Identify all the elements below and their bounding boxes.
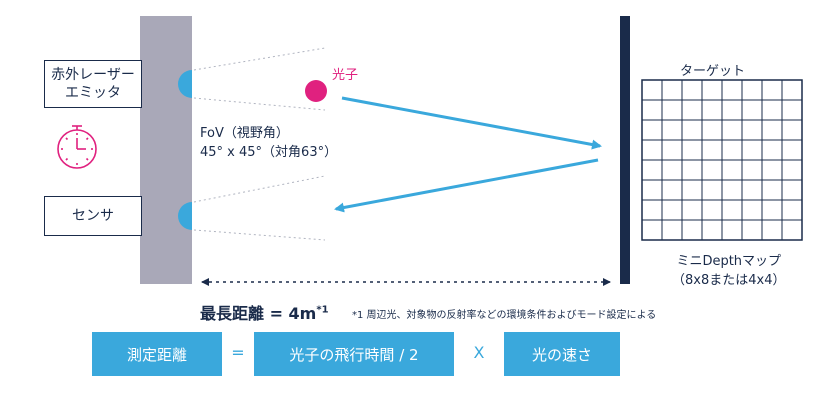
max-range-text: 最長距離 = 4m	[200, 304, 317, 323]
footnote: *1 周辺光、対象物の反射率などの環境条件およびモード設定による	[352, 310, 657, 321]
emitter-label-line2: エミッタ	[64, 85, 121, 101]
sensor-fov-lines	[193, 175, 326, 241]
photon-dot	[305, 80, 327, 102]
minimap-label: ミニDepthマップ （8x8または4x4）	[672, 252, 785, 290]
emitter-label-line1: 赤外レーザー	[51, 67, 135, 83]
formula-term-light-speed: 光の速さ	[504, 332, 620, 376]
target-wall	[620, 16, 630, 284]
formula-times: X	[473, 343, 485, 362]
emitter-label-box: 赤外レーザー エミッタ	[44, 60, 142, 108]
emitter-fov-lines	[193, 47, 326, 111]
arrow-icon	[341, 96, 602, 150]
fov-line2: 45° x 45°（対角63°）	[200, 145, 338, 160]
device-plate	[140, 16, 192, 284]
sensor-label: センサ	[72, 208, 114, 224]
fov-label: FoV（視野角） 45° x 45°（対角63°）	[200, 124, 337, 162]
formula-term1-text: 測定距離	[126, 345, 187, 364]
formula-term-distance: 測定距離	[92, 332, 222, 376]
lens-icon	[178, 202, 192, 230]
max-range-label: 最長距離 = 4m*1	[200, 300, 329, 324]
minimap-line1: ミニDepthマップ	[676, 254, 782, 269]
lens-icon	[178, 70, 192, 98]
minimap-line2: （8x8または4x4）	[672, 273, 786, 288]
target-title: ターゲット	[680, 64, 746, 79]
photon-label: 光子	[332, 68, 359, 83]
max-range-superscript: *1	[316, 304, 329, 316]
arrow-icon	[334, 158, 599, 213]
formula-term2-text: 光子の飛行時間 / 2	[289, 345, 419, 364]
formula-term3-text: 光の速さ	[531, 345, 592, 364]
target-depth-grid	[641, 79, 803, 241]
formula-term-flight-time: 光子の飛行時間 / 2	[254, 332, 454, 376]
sensor-label-box: センサ	[44, 196, 142, 236]
formula-equals: =	[231, 343, 245, 362]
fov-line1: FoV（視野角）	[200, 126, 289, 141]
stopwatch-icon	[57, 125, 97, 169]
